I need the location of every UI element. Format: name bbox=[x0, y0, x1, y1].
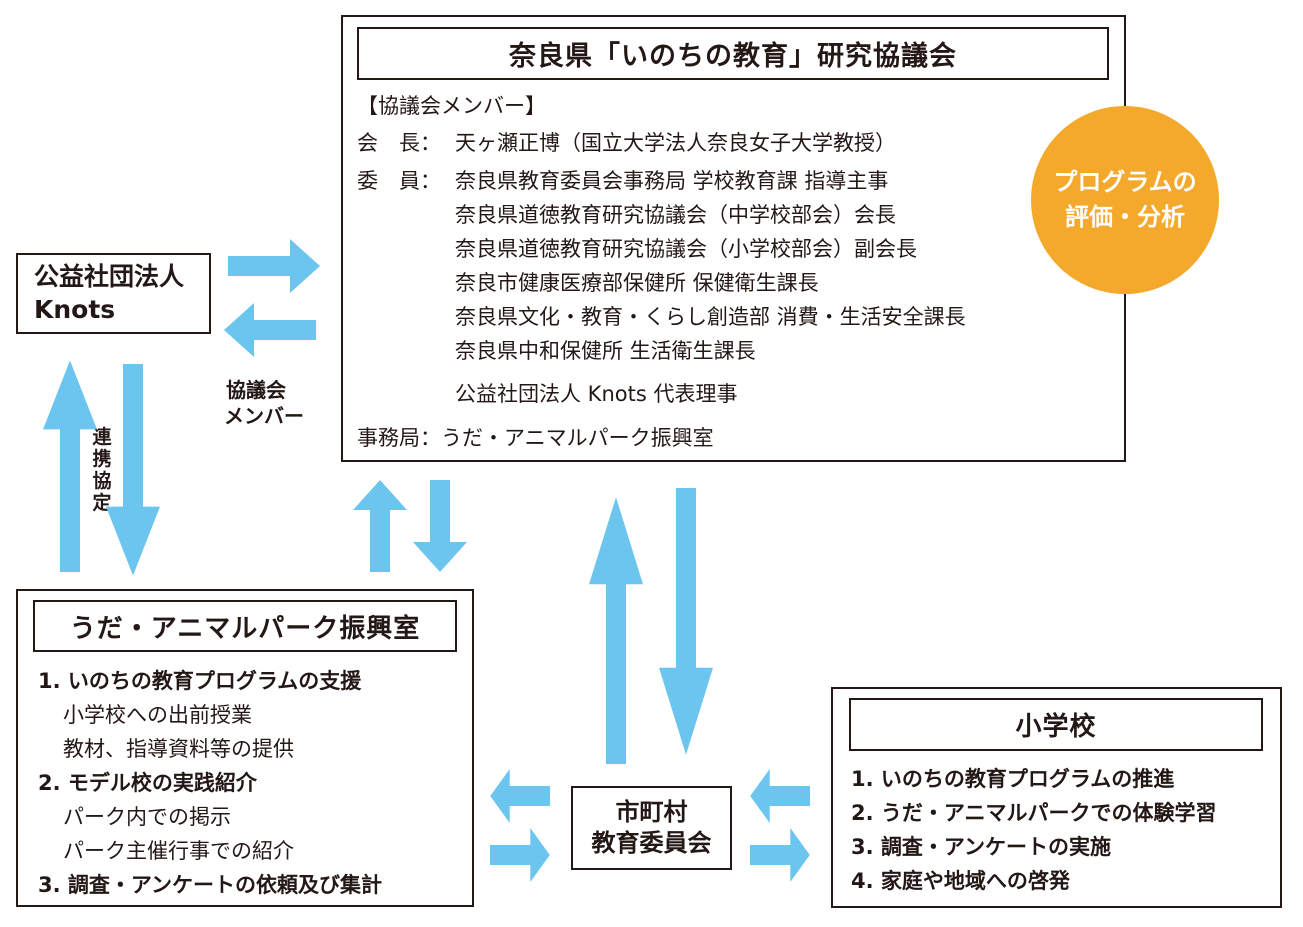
council-member-label: メンバー bbox=[224, 404, 304, 428]
arrow-down-council-to-park bbox=[413, 480, 467, 572]
council-committee-member: 奈良県文化・教育・くらし創造部 消費・生活安全課長 bbox=[455, 305, 966, 329]
council-committee-member: 奈良県道徳教育研究協議会（中学校部会）会長 bbox=[455, 203, 896, 227]
council-committee-member: 奈良県教育委員会事務局 学校教育課 指導主事 bbox=[455, 169, 889, 193]
arrow-right-knots-to-council bbox=[228, 239, 320, 293]
council-committee-label: 委 員： bbox=[357, 169, 441, 193]
school-item: 3. 調査・アンケートの実施 bbox=[851, 835, 1112, 859]
park-office-title: うだ・アニマルパーク振興室 bbox=[33, 600, 457, 652]
park-office-item: 1. いのちの教育プログラムの支援 bbox=[38, 669, 362, 693]
council-members-heading: 【協議会メンバー】 bbox=[357, 94, 546, 118]
school-item: 1. いのちの教育プログラムの推進 bbox=[851, 767, 1175, 791]
arrow-left-school-to-municipal bbox=[750, 769, 810, 823]
arrow-up-municipal-to-council bbox=[589, 497, 643, 764]
school-item: 4. 家庭や地域への啓発 bbox=[851, 869, 1070, 893]
agreement-label: 連 携 協 定 bbox=[92, 426, 112, 514]
arrow-left-municipal-to-park bbox=[490, 769, 550, 823]
evaluation-line2: 評価・分析 bbox=[1065, 203, 1185, 231]
arrow-up-park-to-knots bbox=[43, 360, 97, 572]
council-chair: 天ヶ瀬正博（国立大学法人奈良女子大学教授） bbox=[455, 131, 896, 155]
evaluation-line1: プログラムの bbox=[1053, 168, 1197, 197]
arrow-down-council-to-municipal bbox=[659, 488, 713, 755]
park-office-item: パーク内での掲示 bbox=[63, 805, 231, 829]
council-committee-member: 奈良県中和保健所 生活衛生課長 bbox=[455, 339, 756, 363]
council-committee-member: 奈良市健康医療部保健所 保健衛生課長 bbox=[455, 271, 819, 295]
school-item: 2. うだ・アニマルパークでの体験学習 bbox=[851, 801, 1217, 825]
park-office-item: 3. 調査・アンケートの依頼及び集計 bbox=[38, 873, 383, 897]
school-title: 小学校 bbox=[849, 698, 1263, 751]
knots-line1: 公益社団法人 bbox=[34, 262, 185, 291]
council-chair-label: 会 長： bbox=[357, 131, 441, 155]
municipal-line1: 市町村 bbox=[615, 797, 688, 826]
knots-box: 公益社団法人 Knots bbox=[16, 253, 211, 334]
school-box bbox=[831, 687, 1282, 908]
arrow-up-park-to-council bbox=[353, 480, 407, 572]
park-office-item: 小学校への出前授業 bbox=[63, 703, 252, 727]
evaluation-circle: プログラムの 評価・分析 bbox=[1031, 106, 1219, 294]
knots-line2: Knots bbox=[34, 294, 116, 324]
park-office-item: パーク主催行事での紹介 bbox=[63, 839, 294, 863]
council-member-label: 協議会 bbox=[226, 378, 286, 402]
park-office-item: 2. モデル校の実践紹介 bbox=[38, 771, 257, 795]
park-office-box bbox=[16, 589, 474, 907]
council-secretariat: 事務局：うだ・アニマルパーク振興室 bbox=[357, 426, 714, 450]
council-title: 奈良県「いのちの教育」研究協議会 bbox=[357, 27, 1109, 80]
arrow-right-municipal-to-school bbox=[750, 828, 810, 882]
council-committee-member: 公益社団法人 Knots 代表理事 bbox=[455, 382, 738, 406]
arrow-down-knots-to-park bbox=[106, 364, 160, 576]
municipal-line2: 教育委員会 bbox=[591, 829, 712, 857]
arrow-left-council-to-knots bbox=[224, 303, 316, 357]
council-committee-member: 奈良県道徳教育研究協議会（小学校部会）副会長 bbox=[455, 237, 917, 261]
park-office-item: 教材、指導資料等の提供 bbox=[63, 737, 294, 761]
municipal-board-box: 市町村 教育委員会 bbox=[571, 786, 732, 870]
council-box bbox=[341, 15, 1126, 462]
arrow-right-park-to-municipal bbox=[490, 828, 550, 882]
